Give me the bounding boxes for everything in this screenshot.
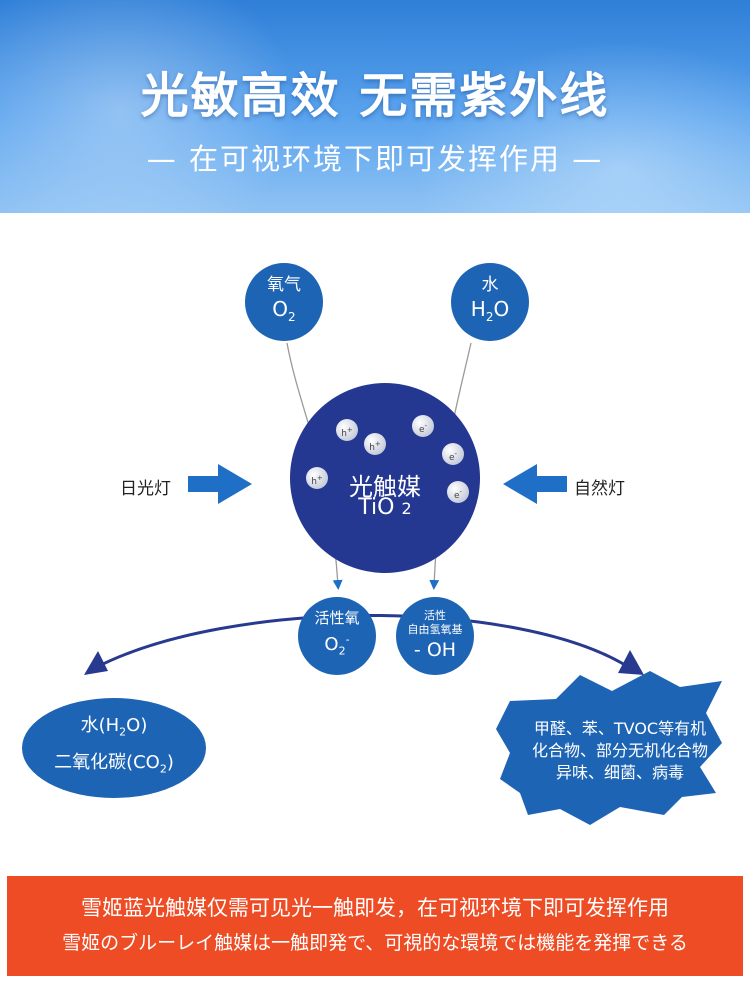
hydroxyl-formula: - OH — [413, 639, 457, 661]
curve-arrowhead-left — [84, 651, 108, 675]
header-glow — [0, 0, 300, 213]
electron-particle: e- — [412, 415, 434, 437]
banner-text-japanese: 雪姬のブルーレイ触媒は一触即発で、可視的な環境では機能を発揮できる — [62, 932, 688, 954]
oxygen-node: 氧气 O2 — [245, 263, 323, 341]
harmless-output-node: 水(H2O) 二氧化碳(CO2) — [22, 698, 206, 798]
catalyst-name: 光触媒 — [349, 473, 421, 501]
hydroxyl-radical-node: 活性 自由氢氧基 - OH — [396, 597, 474, 675]
catalyst-formula: TiO 2 — [358, 495, 412, 520]
photocatalyst-diagram: 氧气 O2 水 H2O h+ h+ h+ e- e- e- 光触媒 TiO 2 … — [0, 213, 750, 873]
hydroxyl-label-line2: 自由氢氧基 — [407, 623, 463, 636]
active-oxygen-label: 活性氧 — [314, 609, 360, 628]
curve-arrowhead-right — [618, 650, 644, 675]
diagram-lines — [84, 342, 722, 825]
footer-banner: 雪姬蓝光触媒仅需可见光一触即发，在可视环境下即可发挥作用 雪姬のブルーレイ触媒は… — [7, 876, 743, 976]
pollutant-line: 异味、细菌、病毒 — [555, 763, 684, 782]
oxygen-label: 氧气 — [267, 275, 301, 295]
left-light-arrow — [188, 464, 252, 504]
pollutant-line: 甲醛、苯、TVOC等有机 — [533, 719, 707, 738]
active-oxygen-node: 活性氧 O2- — [298, 597, 376, 675]
right-light-arrow — [503, 464, 567, 504]
fluorescent-light-label: 日光灯 — [120, 479, 171, 499]
hydroxyl-label-line1: 活性 — [424, 609, 446, 622]
output-carbon-dioxide: 二氧化碳(CO2) — [54, 752, 174, 776]
oxygen-formula: O2 — [272, 297, 296, 324]
header-glow — [410, 40, 750, 213]
photocatalyst-node: h+ h+ h+ e- e- e- 光触媒 TiO 2 — [290, 383, 480, 573]
output-water: 水(H2O) — [80, 715, 148, 739]
pollutant-line: 化合物、部分无机化合物 — [531, 741, 708, 760]
hole-particle: h+ — [336, 419, 358, 441]
pollutant-burst — [496, 671, 722, 825]
banner-text-chinese: 雪姬蓝光触媒仅需可见光一触即发，在可视环境下即可发挥作用 — [81, 896, 669, 920]
decomposition-curve — [94, 614, 631, 670]
natural-light-label: 自然灯 — [574, 479, 625, 499]
water-node: 水 H2O — [451, 263, 529, 341]
electron-particle: e- — [442, 443, 464, 465]
page-subtitle: — 在可视环境下即可发挥作用 — — [146, 142, 604, 176]
hole-particle: h+ — [306, 467, 328, 489]
electron-particle: e- — [447, 481, 469, 503]
water-label: 水 — [481, 275, 499, 295]
pollutant-text: 甲醛、苯、TVOC等有机 化合物、部分无机化合物 异味、细菌、病毒 — [510, 718, 730, 784]
header-banner: 光敏高效 无需紫外线 — 在可视环境下即可发挥作用 — — [0, 0, 750, 213]
page-title: 光敏高效 无需紫外线 — [140, 68, 610, 124]
active-oxygen-formula: O2- — [324, 633, 350, 658]
hole-particle: h+ — [364, 433, 386, 455]
water-formula: H2O — [470, 297, 510, 324]
